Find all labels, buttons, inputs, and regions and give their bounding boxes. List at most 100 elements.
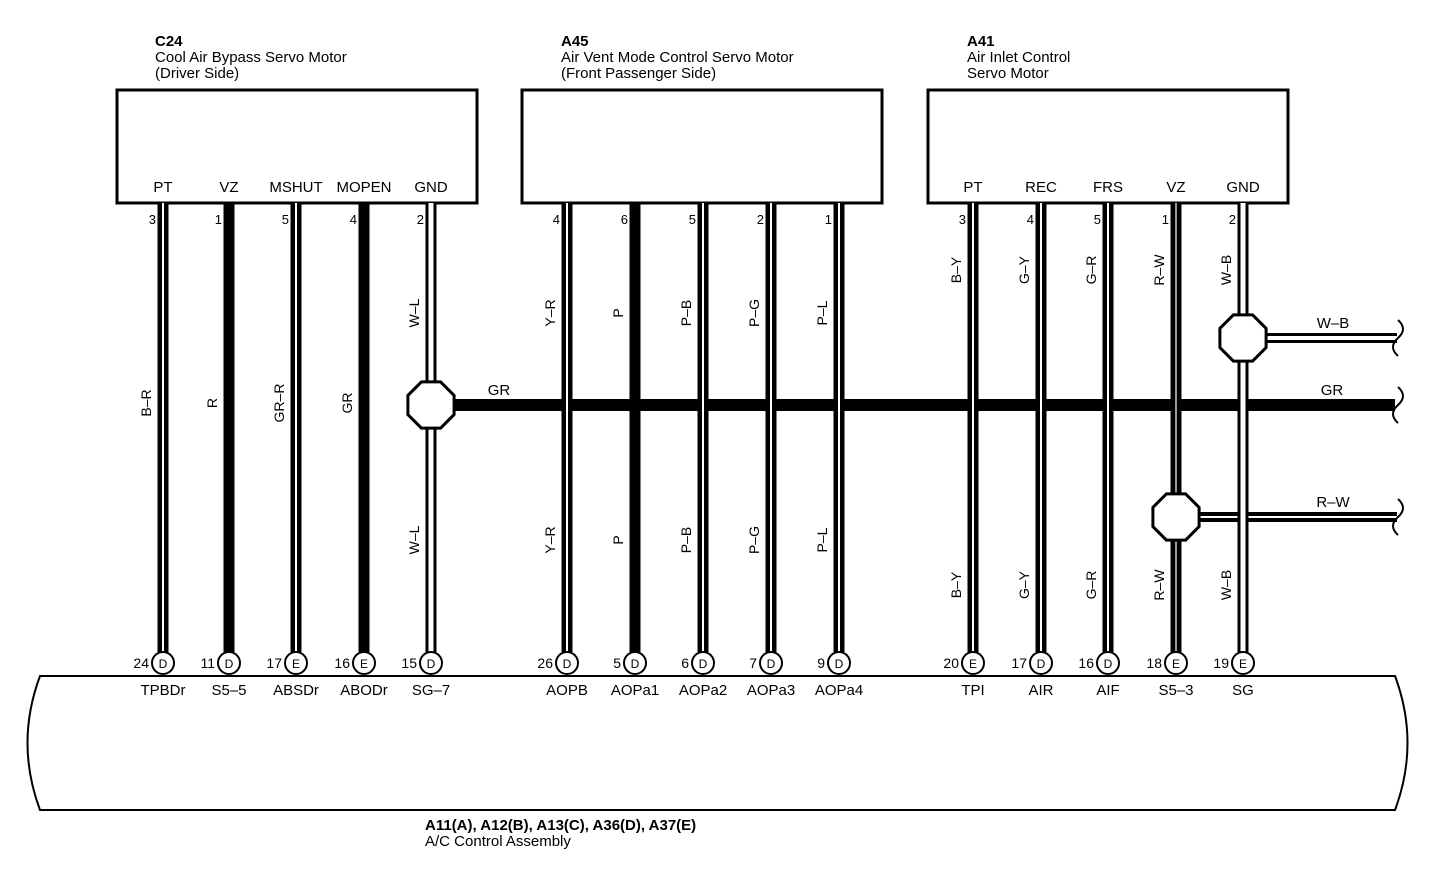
component-name-line: (Front Passenger Side): [561, 65, 717, 82]
pin-name: GND: [414, 179, 448, 196]
terminal-connector-letter: D: [1104, 657, 1113, 671]
terminal-number: 15: [401, 655, 417, 671]
terminal-connector-letter: D: [159, 657, 168, 671]
bus-label: W–B: [1317, 315, 1350, 332]
terminal-connector-letter: D: [767, 657, 776, 671]
terminal-number: 26: [537, 655, 553, 671]
bus-label: R–W: [1316, 494, 1350, 511]
wire-color-label: G–Y: [1016, 255, 1032, 284]
splice-point: [1218, 313, 1268, 363]
component-name-line: (Driver Side): [155, 65, 240, 82]
wire-color-label: B–R: [138, 389, 154, 416]
wire-color-label: P–B: [678, 527, 694, 553]
component-title-a41: A41 Air Inlet Control Servo Motor: [967, 34, 1070, 82]
terminal-number: 11: [200, 655, 215, 671]
terminal-circle: [1164, 651, 1188, 675]
terminal-number: 16: [334, 655, 350, 671]
terminal-number: 18: [1146, 655, 1162, 671]
terminal-name: S5–5: [211, 682, 246, 699]
terminal-name: AOPa1: [611, 682, 659, 699]
pin-number: 2: [757, 212, 764, 227]
wire-color-label: GR: [339, 393, 355, 414]
pin-number: 4: [553, 212, 560, 227]
terminal-connector-letter: D: [427, 657, 436, 671]
terminal-circle: [961, 651, 985, 675]
terminal-number: 24: [133, 655, 149, 671]
wire-color-label: G–Y: [1016, 570, 1032, 599]
pin-name: VZ: [219, 179, 238, 196]
terminal-connector-letter: E: [969, 657, 977, 671]
wire-color-label: G–R: [1083, 256, 1099, 285]
terminal-connector-letter: D: [835, 657, 844, 671]
terminal-name: AOPa4: [815, 682, 863, 699]
terminal-number: 16: [1078, 655, 1094, 671]
splice-point: [1151, 492, 1201, 542]
terminal-circle: [284, 651, 308, 675]
pin-number: 6: [621, 212, 628, 227]
terminal-name: S5–3: [1158, 682, 1193, 699]
pin-name: MSHUT: [269, 179, 322, 196]
component-name-line: Air Inlet Control: [967, 49, 1071, 66]
assembly-name: A/C Control Assembly: [425, 833, 571, 850]
pin-number: 4: [1027, 212, 1034, 227]
terminal-number: 7: [749, 655, 757, 671]
component-box: [520, 88, 884, 205]
terminal-circle: [1029, 651, 1053, 675]
terminal-number: 17: [1011, 655, 1027, 671]
pin-name: GND: [1226, 179, 1260, 196]
wire-color-label: P–L: [814, 300, 830, 325]
pin-name: VZ: [1166, 179, 1185, 196]
terminal-number: 5: [613, 655, 621, 671]
wire-color-label: P–G: [746, 299, 762, 327]
terminal-connector-letter: D: [563, 657, 572, 671]
wire-color-label: P: [610, 535, 626, 544]
bus-label: GR: [488, 382, 511, 399]
terminal-number: 20: [943, 655, 959, 671]
terminal-circle: [555, 651, 579, 675]
pin-number: 5: [1094, 212, 1101, 227]
wire-color-label: G–R: [1083, 571, 1099, 600]
component-box: [115, 88, 479, 205]
wire-color-label: W–L: [406, 298, 422, 327]
pin-number: 2: [1229, 212, 1236, 227]
terminal-name: ABODr: [340, 682, 388, 699]
wire-color-label: B–Y: [948, 256, 964, 283]
wire-color-label: P–G: [746, 526, 762, 554]
terminal-circle: [827, 651, 851, 675]
pin-number: 3: [149, 212, 156, 227]
assembly-box: [26, 675, 1409, 811]
terminal-name: AIR: [1028, 682, 1053, 699]
terminal-circle: [1096, 651, 1120, 675]
terminal-connector-letter: D: [1037, 657, 1046, 671]
wire-color-label: W–L: [406, 525, 422, 554]
pin-number: 5: [689, 212, 696, 227]
pin-number: 1: [215, 212, 222, 227]
terminal-circle: [691, 651, 715, 675]
terminal-name: TPBDr: [141, 682, 186, 699]
wire-color-label: Y–R: [542, 526, 558, 553]
wire-color-label: B–Y: [948, 571, 964, 598]
wire-color-label: GR–R: [271, 384, 287, 423]
terminal-name: AOPa2: [679, 682, 727, 699]
terminal-connector-letter: E: [1239, 657, 1247, 671]
component-name-line: Cool Air Bypass Servo Motor: [155, 49, 347, 66]
splices: [406, 313, 1268, 542]
terminal-circle: [352, 651, 376, 675]
component-title-a45: A45 Air Vent Mode Control Servo Motor (F…: [561, 34, 794, 82]
terminal-name: ABSDr: [273, 682, 319, 699]
wire-color-label: P–B: [678, 300, 694, 326]
component-id: A41: [967, 33, 995, 50]
wire-color-label: W–B: [1218, 255, 1234, 285]
component-box: [926, 88, 1290, 205]
terminal-connector-letter: E: [360, 657, 368, 671]
terminal-name: SG: [1232, 682, 1254, 699]
terminal-number: 9: [817, 655, 825, 671]
pin-number: 4: [350, 212, 357, 227]
assembly-connectors: A11(A), A12(B), A13(C), A36(D), A37(E): [425, 817, 697, 834]
pin-name: PT: [153, 179, 172, 196]
terminal-circle: [151, 651, 175, 675]
terminal-connector-letter: D: [225, 657, 234, 671]
